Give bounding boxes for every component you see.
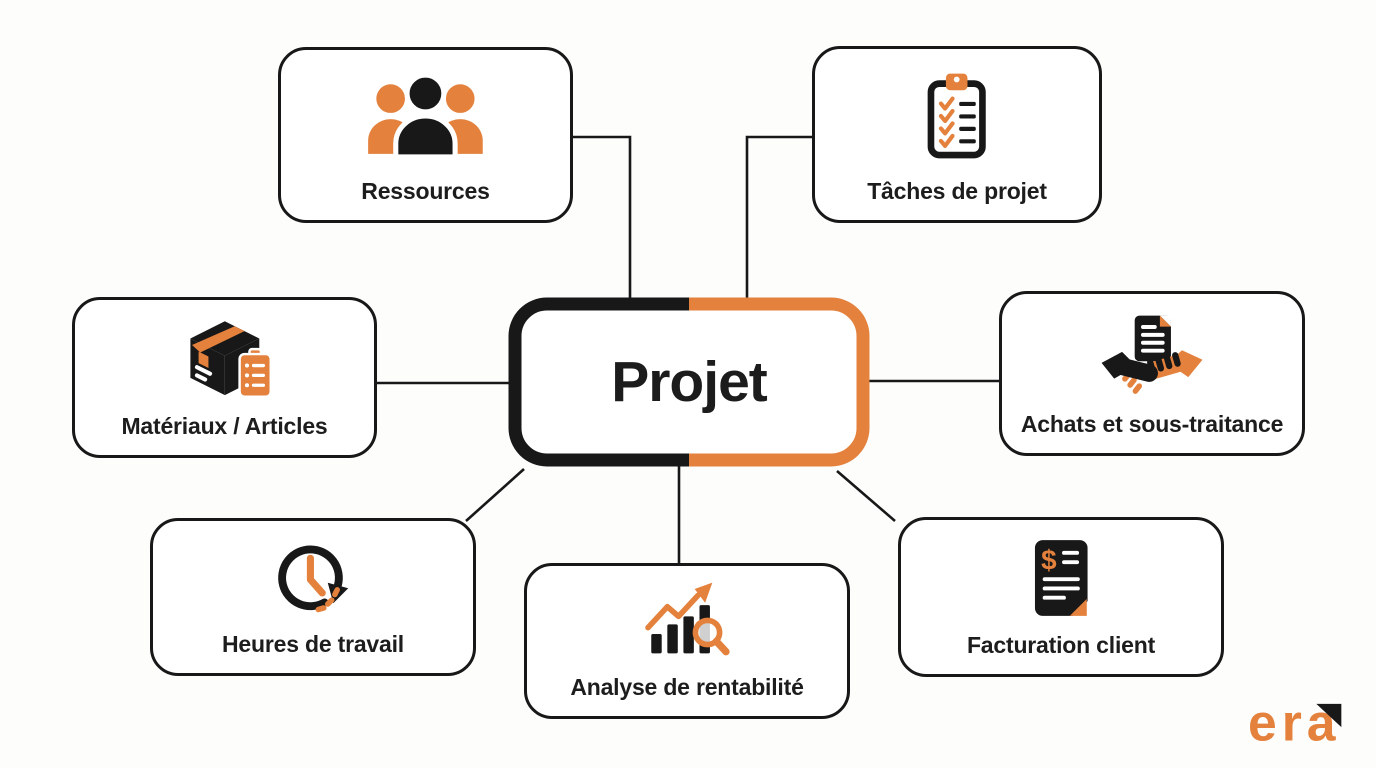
node-taches-de-projet-label: Tâches de projet (867, 177, 1047, 204)
node-facturation-client-label: Facturation client (966, 631, 1156, 658)
connector-facturation (836, 470, 896, 522)
node-achats-sous-traitance-label: Achats et sous-traitance (1020, 410, 1284, 437)
connector-taches (745, 135, 812, 300)
era-logo: era (1248, 696, 1348, 750)
connector-ressources (573, 135, 632, 300)
connector-heures (465, 468, 525, 522)
node-materiaux-articles-label: Matériaux / Articles (121, 412, 328, 439)
node-heures-de-travail: Heures de travail (150, 518, 476, 676)
node-ressources: Ressources (278, 47, 573, 223)
chart-growth-magnifier-icon (640, 566, 735, 669)
handshake-contract-icon (1100, 294, 1204, 406)
svg-text:$: $ (1041, 545, 1057, 576)
node-projet: Projet (508, 297, 870, 467)
node-analyse-rentabilite: Analyse de rentabilité (524, 563, 850, 719)
node-achats-sous-traitance: Achats et sous-traitance (999, 291, 1305, 456)
node-analyse-rentabilite-label: Analyse de rentabilité (570, 673, 804, 700)
node-ressources-label: Ressources (361, 177, 490, 204)
invoice-dollar-icon: $ (1028, 520, 1095, 627)
package-clipboard-icon (174, 300, 276, 408)
node-facturation-client: $ Facturation client (898, 517, 1224, 677)
projet-label: Projet (611, 350, 768, 414)
node-materiaux-articles: Matériaux / Articles (72, 297, 377, 458)
clock-history-icon (271, 521, 355, 626)
clipboard-checklist-icon (921, 49, 992, 173)
projet-split-border (508, 297, 870, 467)
node-taches-de-projet: Tâches de projet (812, 46, 1102, 223)
node-heures-de-travail-label: Heures de travail (222, 630, 404, 657)
people-group-icon (362, 50, 489, 173)
